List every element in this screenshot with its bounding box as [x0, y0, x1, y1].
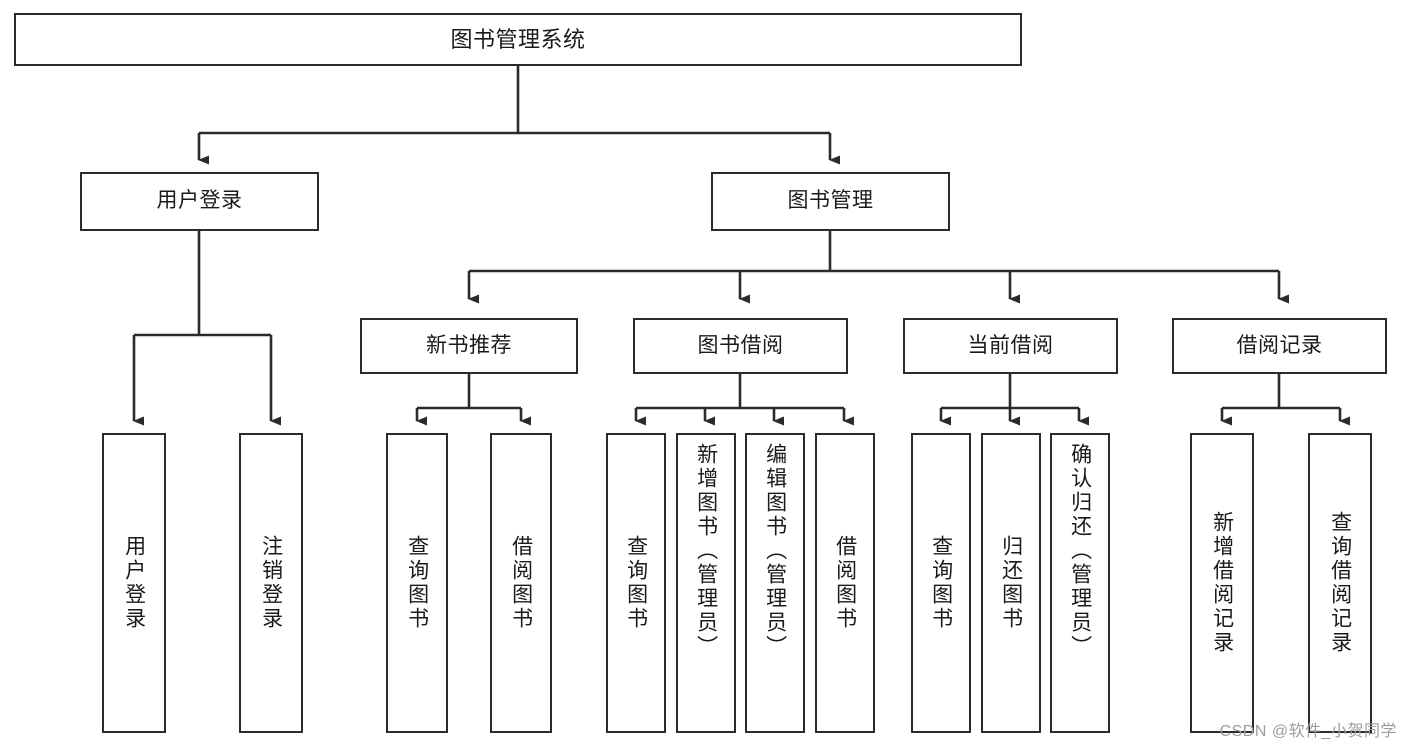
node-label: 查询图书: [624, 535, 648, 631]
node-label: 新增图书（管理员）: [694, 443, 718, 659]
leaf-query-book-current[interactable]: 查询图书: [911, 433, 971, 733]
node-label: 借阅记录: [1236, 333, 1323, 357]
node-book-management[interactable]: 图书管理: [711, 172, 950, 231]
leaf-add-book-admin[interactable]: 新增图书（管理员）: [676, 433, 736, 733]
leaf-borrow-book[interactable]: 借阅图书: [815, 433, 875, 733]
leaf-add-borrow-record[interactable]: 新增借阅记录: [1190, 433, 1254, 733]
node-label: 图书管理系统: [450, 26, 586, 52]
node-label: 借阅图书: [833, 535, 857, 631]
node-current-borrow[interactable]: 当前借阅: [903, 318, 1118, 374]
leaf-query-book-borrow[interactable]: 查询图书: [606, 433, 666, 733]
node-label: 当前借阅: [967, 333, 1054, 357]
node-label: 借阅图书: [509, 535, 533, 631]
node-label: 图书管理: [787, 189, 874, 213]
leaf-user-login[interactable]: 用户登录: [102, 433, 166, 733]
leaf-confirm-return-admin[interactable]: 确认归还（管理员）: [1050, 433, 1110, 733]
leaf-query-book-recommend[interactable]: 查询图书: [386, 433, 448, 733]
watermark-csdn: CSDN @软件_小贺同学: [1219, 723, 1397, 740]
leaf-query-borrow-record[interactable]: 查询借阅记录: [1308, 433, 1372, 733]
node-label: 新增借阅记录: [1210, 511, 1234, 655]
node-new-book-recommend[interactable]: 新书推荐: [360, 318, 578, 374]
leaf-user-logout[interactable]: 注销登录: [239, 433, 303, 733]
node-label: 编辑图书（管理员）: [763, 443, 787, 659]
node-label: 用户登录: [156, 189, 243, 213]
node-label: 新书推荐: [426, 333, 512, 357]
node-label: 查询借阅记录: [1328, 511, 1352, 655]
node-book-borrow[interactable]: 图书借阅: [633, 318, 848, 374]
node-label: 查询图书: [929, 535, 953, 631]
node-label: 查询图书: [405, 535, 429, 631]
node-root-book-management-system[interactable]: 图书管理系统: [14, 13, 1022, 66]
node-label: 归还图书: [999, 535, 1023, 631]
leaf-return-book[interactable]: 归还图书: [981, 433, 1041, 733]
node-borrow-record[interactable]: 借阅记录: [1172, 318, 1387, 374]
node-label: 注销登录: [259, 535, 283, 631]
node-label: 用户登录: [122, 535, 146, 631]
leaf-edit-book-admin[interactable]: 编辑图书（管理员）: [745, 433, 805, 733]
node-user-login[interactable]: 用户登录: [80, 172, 319, 231]
node-label: 图书借阅: [697, 333, 784, 357]
leaf-borrow-book-recommend[interactable]: 借阅图书: [490, 433, 552, 733]
node-label: 确认归还（管理员）: [1068, 443, 1092, 659]
